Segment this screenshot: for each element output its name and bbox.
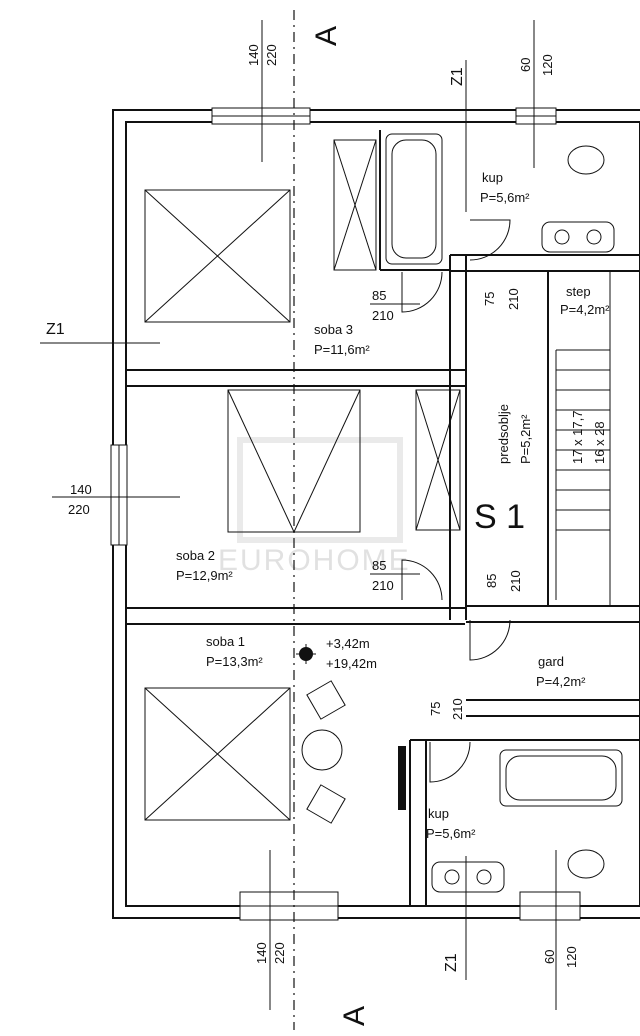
watermark: EUROHOME [218, 437, 411, 577]
dim-door-soba3-h: 210 [372, 308, 394, 323]
dim-door-soba3-w: 85 [372, 288, 386, 303]
dim-door-soba2-h: 210 [372, 578, 394, 593]
furniture-soba1 [301, 680, 406, 824]
dim-left-window-w: 140 [70, 482, 92, 497]
stair-label-2: 16 x 28 [592, 421, 607, 464]
beds [144, 189, 361, 821]
dim-top-window-w: 140 [246, 44, 261, 66]
dim-bottom-window-w: 140 [254, 942, 269, 964]
elevation-local: +3,42m [326, 636, 370, 651]
section-line: A A [293, 10, 371, 1030]
room-labels: soba 3 P=11,6m² soba 2 P=12,9m² soba 1 P… [176, 170, 610, 841]
unit-label: S 1 [474, 498, 525, 536]
dim-bottom-window-h: 220 [272, 942, 287, 964]
room-kup-top-name: kup [482, 170, 503, 185]
door-dimensions: 85 210 75 210 85 210 85 210 75 210 [370, 288, 523, 720]
room-step-name: step [566, 284, 591, 299]
section-marker-top: A [310, 26, 343, 46]
room-soba3-area: P=11,6m² [314, 342, 370, 357]
room-step-area: P=4,2m² [560, 302, 610, 317]
stair-label-1: 17 x 17,7 [570, 411, 585, 465]
z1-label-left: Z1 [46, 321, 65, 338]
dim-door-kup-bottom-w: 75 [428, 702, 443, 716]
room-soba1-name: soba 1 [206, 634, 245, 649]
window-dimensions: 140 220 60 120 140 220 140 220 60 120 [52, 20, 579, 1010]
watermark-text: EUROHOME [218, 544, 411, 577]
room-gard-area: P=4,2m² [536, 674, 586, 689]
z1-label-top: Z1 [449, 67, 466, 86]
bathroom-fixtures [385, 133, 623, 893]
dim-top-right-window-w: 60 [518, 58, 533, 72]
dim-top-window-h: 220 [264, 44, 279, 66]
room-predsoblje-area: P=5,2m² [518, 414, 533, 464]
dim-bottom-right-window-h: 120 [564, 946, 579, 968]
room-predsoblje-name: predsoblje [496, 404, 511, 464]
dim-top-right-window-h: 120 [540, 54, 555, 76]
dim-left-window-h: 220 [68, 502, 90, 517]
room-kup-top-area: P=5,6m² [480, 190, 530, 205]
dim-door-soba3-side-h: 210 [506, 288, 521, 310]
room-soba1-area: P=13,3m² [206, 654, 263, 669]
room-soba2-name: soba 2 [176, 548, 215, 563]
dim-door-soba2-side-w: 85 [484, 574, 499, 588]
room-gard-name: gard [538, 654, 564, 669]
room-soba2-area: P=12,9m² [176, 568, 233, 583]
room-kup-bottom-name: kup [428, 806, 449, 821]
walls [110, 107, 640, 921]
axis-lines: Z1 Z1 Z1 [40, 60, 467, 980]
dim-door-kup-bottom-h: 210 [450, 698, 465, 720]
doors [401, 219, 511, 783]
z1-label-bottom: Z1 [443, 953, 460, 972]
wardrobes [333, 139, 461, 531]
dim-door-soba2-side-h: 210 [508, 570, 523, 592]
section-marker-bottom: A [338, 1006, 371, 1026]
room-soba3-name: soba 3 [314, 322, 353, 337]
dim-bottom-right-window-w: 60 [542, 950, 557, 964]
stairs [555, 349, 610, 600]
dim-door-soba3-side-w: 75 [482, 292, 497, 306]
elevation-absolute: +19,42m [326, 656, 377, 671]
dim-door-soba2-w: 85 [372, 558, 386, 573]
elevation-marker: +3,42m +19,42m [296, 636, 377, 671]
room-kup-bottom-area: P=5,6m² [426, 826, 476, 841]
